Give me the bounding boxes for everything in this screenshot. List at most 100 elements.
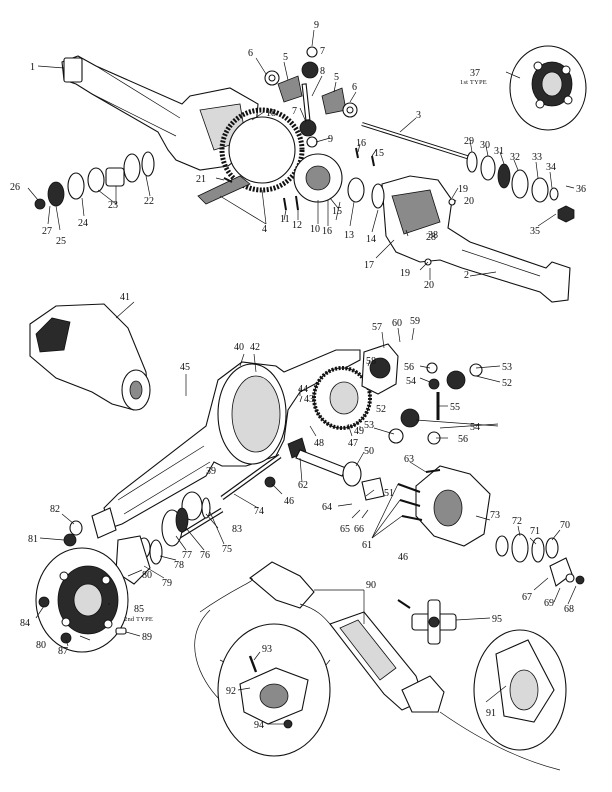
label-28: 28 bbox=[426, 232, 436, 243]
label-89: 89 bbox=[142, 632, 152, 643]
label-75: 75 bbox=[222, 544, 232, 555]
label-46a: 46 bbox=[284, 496, 294, 507]
hub-assembly bbox=[466, 151, 575, 223]
label-43: 43 bbox=[304, 394, 314, 405]
label-54b: 54 bbox=[470, 422, 480, 433]
label-72: 72 bbox=[512, 516, 522, 527]
label-7a: 7 bbox=[320, 46, 325, 57]
label-29: 29 bbox=[464, 136, 474, 147]
label-77: 77 bbox=[182, 550, 192, 561]
label-52b: 52 bbox=[376, 404, 386, 415]
label-49: 49 bbox=[354, 426, 364, 437]
label-52a: 52 bbox=[502, 378, 512, 389]
label-20a: 20 bbox=[464, 196, 474, 207]
label-81: 81 bbox=[28, 534, 38, 545]
label-83: 83 bbox=[232, 524, 242, 535]
caption-second-type: 2nd TYPE bbox=[124, 616, 153, 623]
label-16b: 16 bbox=[322, 226, 332, 237]
label-73: 73 bbox=[490, 510, 500, 521]
label-64: 64 bbox=[322, 502, 332, 513]
label-20b: 20 bbox=[424, 280, 434, 291]
label-91: 91 bbox=[486, 708, 496, 719]
label-23: 23 bbox=[108, 200, 118, 211]
label-1: 1 bbox=[30, 62, 35, 73]
label-87: 87 bbox=[58, 646, 68, 657]
label-71: 71 bbox=[530, 526, 540, 537]
label-82: 82 bbox=[50, 504, 60, 515]
companion-flange bbox=[217, 623, 331, 757]
label-42: 42 bbox=[250, 342, 260, 353]
caption-first-type: 1st TYPE bbox=[460, 79, 487, 86]
label-7b: 7 bbox=[292, 106, 297, 117]
label-10: 10 bbox=[310, 224, 320, 235]
label-13: 13 bbox=[344, 230, 354, 241]
diff-carrier bbox=[29, 303, 151, 411]
label-18: 18 bbox=[266, 108, 276, 119]
label-66: 66 bbox=[354, 524, 364, 535]
label-84: 84 bbox=[20, 618, 30, 629]
hub-first-type bbox=[509, 45, 587, 131]
label-15a: 15 bbox=[374, 148, 384, 159]
label-56a: 56 bbox=[404, 362, 414, 373]
label-24: 24 bbox=[78, 218, 88, 229]
label-5a: 5 bbox=[283, 52, 288, 63]
label-78: 78 bbox=[174, 560, 184, 571]
label-6b: 6 bbox=[352, 82, 357, 93]
label-8: 8 bbox=[320, 66, 325, 77]
label-93: 93 bbox=[262, 644, 272, 655]
hub-carrier-later bbox=[397, 465, 585, 587]
label-79: 79 bbox=[162, 578, 172, 589]
label-14: 14 bbox=[366, 234, 376, 245]
label-27: 27 bbox=[42, 226, 52, 237]
label-38: 38 bbox=[428, 230, 438, 241]
label-76: 76 bbox=[200, 550, 210, 561]
label-59: 59 bbox=[410, 316, 420, 327]
label-69: 69 bbox=[544, 598, 554, 609]
pinion-bearings bbox=[34, 151, 155, 210]
label-15b: 15 bbox=[332, 206, 342, 217]
diff-cage-later bbox=[361, 343, 483, 445]
label-26: 26 bbox=[10, 182, 20, 193]
part-labels: 1 2 3 4 5 5 6 6 7 7 8 9 9 10 11 12 13 14… bbox=[10, 20, 586, 731]
axle-casing-later bbox=[103, 349, 361, 529]
label-92: 92 bbox=[226, 686, 236, 697]
label-37: 37 bbox=[470, 68, 480, 79]
crown-wheel-later bbox=[312, 366, 372, 430]
label-11: 11 bbox=[280, 214, 290, 225]
label-17: 17 bbox=[364, 260, 374, 271]
label-61: 61 bbox=[362, 540, 372, 551]
label-45: 45 bbox=[180, 362, 190, 373]
label-19a: 19 bbox=[458, 184, 468, 195]
label-50: 50 bbox=[364, 446, 374, 457]
yoke-flange bbox=[473, 629, 567, 751]
label-67: 67 bbox=[522, 592, 532, 603]
label-16a: 16 bbox=[356, 138, 366, 149]
label-33: 33 bbox=[532, 152, 542, 163]
label-35: 35 bbox=[530, 226, 540, 237]
axle-shaft bbox=[361, 122, 471, 160]
label-68: 68 bbox=[564, 604, 574, 615]
axle-casing-right bbox=[381, 175, 571, 303]
label-85: 85 bbox=[134, 604, 144, 615]
label-36: 36 bbox=[576, 184, 586, 195]
label-5b: 5 bbox=[334, 72, 339, 83]
label-80b: 80 bbox=[36, 640, 46, 651]
label-34: 34 bbox=[546, 162, 556, 173]
label-74: 74 bbox=[254, 506, 264, 517]
pinion-shaft bbox=[197, 175, 251, 205]
label-94: 94 bbox=[254, 720, 264, 731]
label-39: 39 bbox=[206, 466, 216, 477]
label-9a: 9 bbox=[314, 20, 319, 31]
label-30: 30 bbox=[480, 140, 490, 151]
label-48: 48 bbox=[314, 438, 324, 449]
label-54a: 54 bbox=[406, 376, 416, 387]
universal-joint bbox=[397, 599, 457, 645]
label-65: 65 bbox=[340, 524, 350, 535]
label-22: 22 bbox=[144, 196, 154, 207]
label-12: 12 bbox=[292, 220, 302, 231]
label-2: 2 bbox=[464, 270, 469, 281]
label-46b: 46 bbox=[398, 552, 408, 563]
label-57: 57 bbox=[372, 322, 382, 333]
label-56b: 56 bbox=[458, 434, 468, 445]
label-60: 60 bbox=[392, 318, 402, 329]
